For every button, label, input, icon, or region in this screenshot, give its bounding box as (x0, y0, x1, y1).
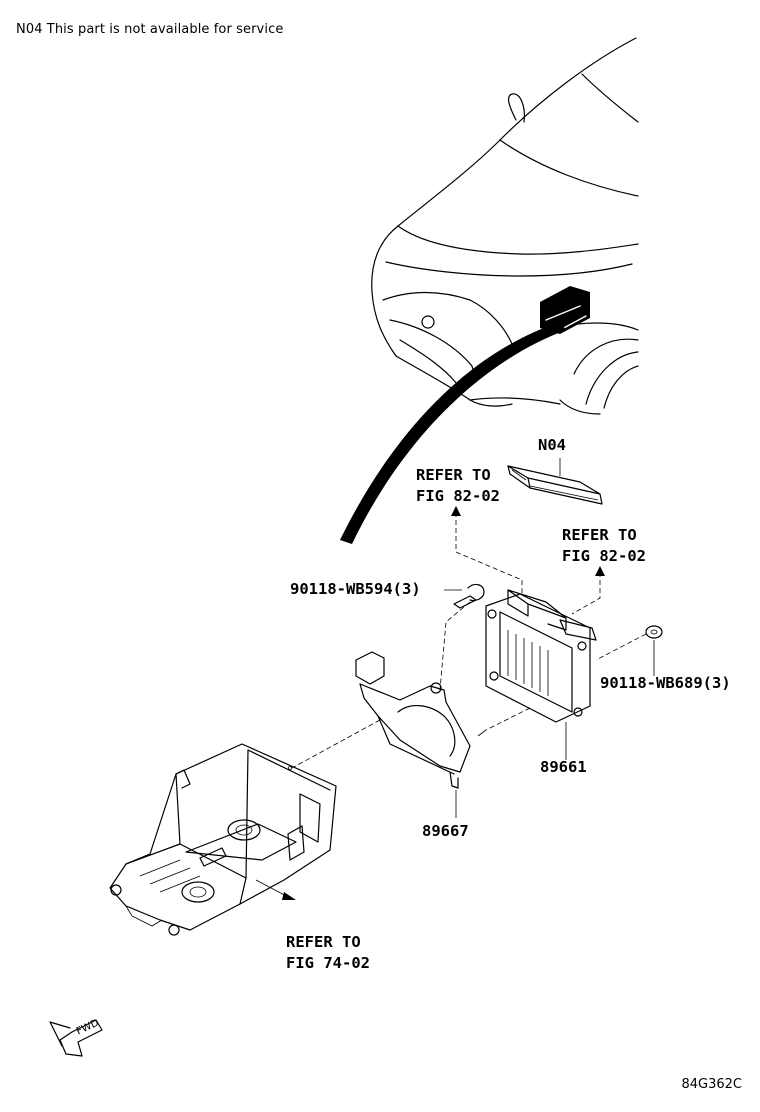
bracket-part (355, 651, 471, 818)
refer-line1: REFER TO (286, 933, 361, 951)
fwd-arrow-icon (49, 1019, 103, 1057)
callout-refer-fig-82-02-right[interactable]: REFER TO FIG 82-02 (562, 525, 646, 567)
battery-tray (109, 743, 337, 936)
nut-part (595, 625, 663, 676)
callout-nut-90118-wb689[interactable]: 90118-WB689(3) (600, 674, 731, 692)
callout-refer-fig-82-02-left[interactable]: REFER TO FIG 82-02 (416, 465, 500, 507)
callout-bracket-89667[interactable]: 89667 (422, 822, 469, 840)
refer-line2: FIG 82-02 (416, 487, 500, 505)
refer-line2: FIG 82-02 (562, 547, 646, 565)
n04-module (507, 458, 603, 505)
car-front-illustration (340, 37, 639, 544)
ecu-part (485, 589, 597, 760)
reference-leaders (255, 506, 605, 900)
bolt-part (444, 583, 485, 609)
diagram-code: 84G362C (681, 1077, 742, 1092)
callout-n04[interactable]: N04 (538, 436, 566, 454)
refer-line1: REFER TO (416, 466, 491, 484)
callout-ecu-89661[interactable]: 89661 (540, 758, 587, 776)
refer-line2: FIG 74-02 (286, 954, 370, 972)
callout-refer-fig-74-02[interactable]: REFER TO FIG 74-02 (286, 932, 370, 974)
callout-bolt-90118-wb594[interactable]: 90118-WB594(3) (290, 580, 421, 598)
service-note: N04 This part is not available for servi… (16, 22, 284, 37)
refer-line1: REFER TO (562, 526, 637, 544)
